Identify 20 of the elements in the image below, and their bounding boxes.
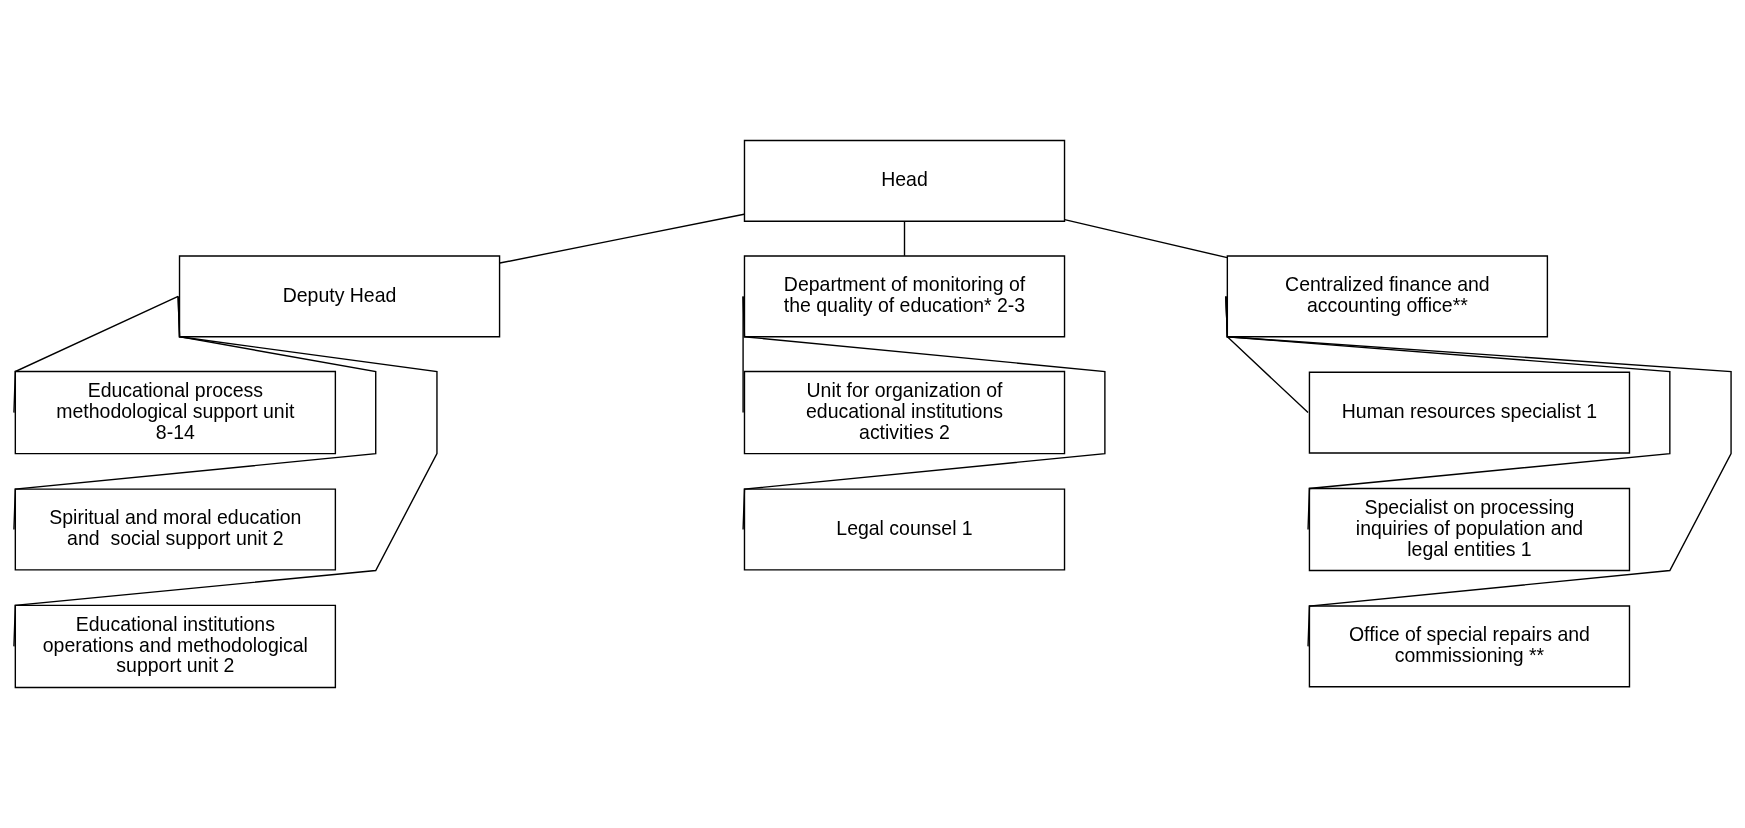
connector (13, 295, 179, 414)
connector (13, 295, 377, 531)
node-box: Department of monitoring of the quality of education* 2-3 (743, 255, 1066, 338)
node-box: Head (743, 139, 1066, 222)
node-box: Legal counsel 1 (743, 488, 1066, 571)
node-box: Centralized finance and accounting office** (1226, 255, 1549, 338)
connector (13, 295, 438, 648)
node-box: Human resources specialist 1 (1308, 371, 1631, 454)
node-box: Deputy Head (178, 255, 501, 338)
connector (499, 213, 745, 264)
node-box: Unit for organization of educational institutions activities 2 (743, 370, 1066, 455)
node-box: Educational process methodological support unit 8-14 (14, 370, 337, 455)
node-box: Spiritual and moral education and social support unit 2 (14, 488, 337, 571)
connector (742, 295, 1106, 531)
node-box: Specialist on processing inquiries of population and legal entities 1 (1308, 487, 1631, 572)
connector (903, 221, 906, 257)
node-box: Office of special repairs and commissioning ** (1308, 605, 1631, 688)
connector (1063, 219, 1228, 259)
connector (1225, 295, 1732, 648)
node-box: Educational institutions operations and methodological support unit 2 (14, 604, 337, 689)
